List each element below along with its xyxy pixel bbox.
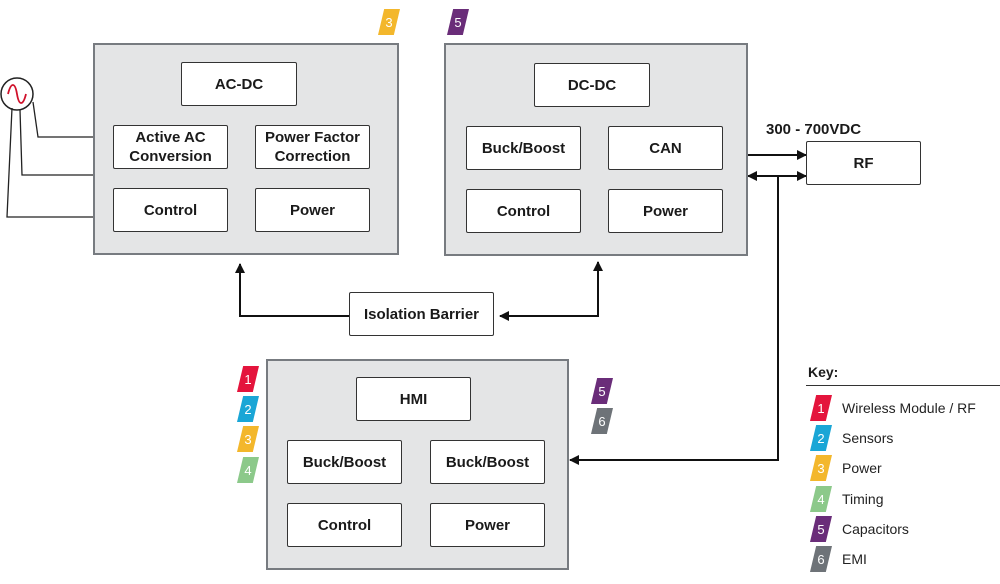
key-label-wireless: Wireless Module / RF [842, 400, 976, 416]
dc-dc-buck-boost-block: Buck/Boost [466, 126, 581, 170]
hmi-sensors-tag: 2 [237, 396, 259, 422]
hmi-buck-boost-block-right: Buck/Boost [430, 440, 545, 484]
hmi-wireless-tag: 1 [237, 366, 259, 392]
key-label-sensors: Sensors [842, 430, 894, 446]
key-tag-6: 6 [810, 546, 832, 572]
voltage-label: 300 - 700VDC [766, 121, 862, 138]
ac-dc-power-block: Power [255, 188, 370, 232]
hmi-title: HMI [356, 377, 471, 421]
hmi-control-block: Control [287, 503, 402, 547]
hmi-power-tag: 3 [237, 426, 259, 452]
key-item-emi: 6 EMI [810, 546, 867, 572]
key-tag-1: 1 [810, 395, 832, 421]
key-label-emi: EMI [842, 551, 867, 567]
dc-dc-control-block: Control [466, 189, 581, 233]
ac-source-icon [0, 77, 34, 111]
isolation-barrier-block: Isolation Barrier [349, 292, 494, 336]
dc-dc-title: DC-DC [534, 63, 650, 107]
hmi-buck-boost-block-left: Buck/Boost [287, 440, 402, 484]
key-item-wireless: 1 Wireless Module / RF [810, 395, 976, 421]
key-tag-3: 3 [810, 455, 832, 481]
key-item-timing: 4 Timing [810, 486, 884, 512]
ac-dc-power-tag: 3 [378, 9, 400, 35]
isolation-arrows [235, 261, 603, 321]
key-tag-2: 2 [810, 425, 832, 451]
key-label-timing: Timing [842, 491, 884, 507]
key-tag-4: 4 [810, 486, 832, 512]
key-label-capacitors: Capacitors [842, 521, 909, 537]
key-divider [806, 385, 1000, 386]
hmi-emi-tag: 6 [591, 408, 613, 434]
rf-link-arrows [569, 150, 807, 465]
hmi-power-block: Power [430, 503, 545, 547]
dc-dc-capacitors-tag: 5 [447, 9, 469, 35]
dc-dc-power-block: Power [608, 189, 723, 233]
can-block: CAN [608, 126, 723, 170]
key-title: Key: [808, 364, 839, 380]
hmi-capacitors-tag: 5 [591, 378, 613, 404]
key-item-power: 3 Power [810, 455, 882, 481]
hmi-timing-tag: 4 [237, 457, 259, 483]
ac-dc-control-block: Control [113, 188, 228, 232]
rf-block: RF [806, 141, 921, 185]
active-ac-conversion-block: Active AC Conversion [113, 125, 228, 169]
ac-dc-title: AC-DC [181, 62, 297, 106]
key-label-power: Power [842, 460, 882, 476]
ac-input-wires [6, 101, 95, 218]
key-item-sensors: 2 Sensors [810, 425, 893, 451]
power-factor-correction-block: Power Factor Correction [255, 125, 370, 169]
key-item-capacitors: 5 Capacitors [810, 516, 909, 542]
key-tag-5: 5 [810, 516, 832, 542]
